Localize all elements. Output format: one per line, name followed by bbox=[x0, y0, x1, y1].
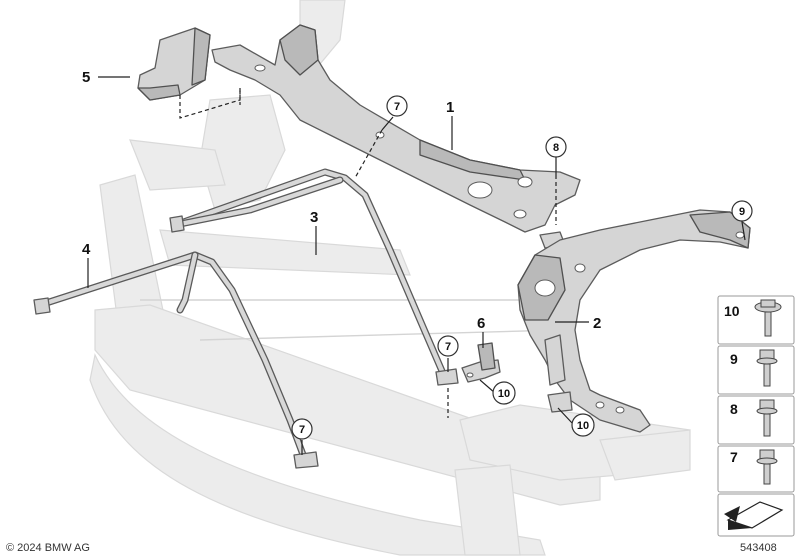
svg-text:7: 7 bbox=[299, 424, 305, 436]
circle-callout-7-right: 7 bbox=[437, 335, 459, 357]
screw-9-icon bbox=[756, 349, 778, 387]
legend-item-8: 8 bbox=[717, 395, 795, 445]
direction-arrow-icon bbox=[724, 501, 784, 530]
svg-text:10: 10 bbox=[724, 303, 740, 319]
label-part-1: 1 bbox=[446, 99, 454, 116]
svg-text:7: 7 bbox=[445, 341, 451, 353]
svg-text:10: 10 bbox=[498, 388, 510, 400]
svg-text:8: 8 bbox=[553, 142, 559, 154]
screw-10-icon bbox=[754, 299, 782, 337]
label-part-4: 4 bbox=[82, 241, 91, 258]
svg-text:9: 9 bbox=[730, 351, 738, 367]
orientation-arrow-box bbox=[717, 493, 795, 537]
part-5-cover bbox=[137, 27, 211, 101]
svg-text:9: 9 bbox=[739, 206, 745, 218]
part-6-small-bracket bbox=[461, 342, 501, 383]
part-2-side-bracket bbox=[517, 209, 751, 433]
label-part-6: 6 bbox=[477, 315, 485, 332]
copyright-text: © 2024 BMW AG bbox=[6, 542, 90, 554]
svg-text:7: 7 bbox=[394, 101, 400, 113]
legend-item-10: 10 bbox=[717, 295, 795, 345]
fastener-legend: 10 9 8 7 bbox=[717, 295, 795, 537]
part-1-upper-carrier bbox=[211, 24, 581, 249]
screw-7-icon bbox=[756, 449, 778, 485]
circle-callout-7-top: 7 bbox=[386, 95, 408, 117]
circled-callouts: 7 8 9 7 10 10 7 bbox=[291, 95, 753, 440]
label-part-2: 2 bbox=[593, 315, 601, 332]
circle-callout-7-bottom: 7 bbox=[291, 418, 313, 440]
circle-callout-8: 8 bbox=[545, 136, 567, 158]
svg-text:10: 10 bbox=[577, 420, 589, 432]
leader-lines bbox=[87, 76, 746, 455]
circle-callout-10-lower: 10 bbox=[571, 413, 595, 437]
ghost-body-structure bbox=[89, 0, 691, 556]
circle-callout-9: 9 bbox=[731, 200, 753, 222]
legend-item-7: 7 bbox=[717, 445, 795, 493]
part-4-front-strut-brace bbox=[33, 251, 319, 469]
circle-callout-10-bracket: 10 bbox=[492, 381, 516, 405]
label-part-5: 5 bbox=[82, 69, 90, 86]
diagram-id: 543408 bbox=[740, 542, 777, 554]
callout-labels: 1 2 3 4 5 6 bbox=[82, 69, 601, 332]
label-part-3: 3 bbox=[310, 209, 318, 226]
svg-text:7: 7 bbox=[730, 449, 738, 465]
part-3-rear-strut-brace bbox=[169, 168, 459, 386]
screw-8-icon bbox=[756, 399, 778, 437]
svg-text:8: 8 bbox=[730, 401, 738, 417]
legend-item-9: 9 bbox=[717, 345, 795, 395]
